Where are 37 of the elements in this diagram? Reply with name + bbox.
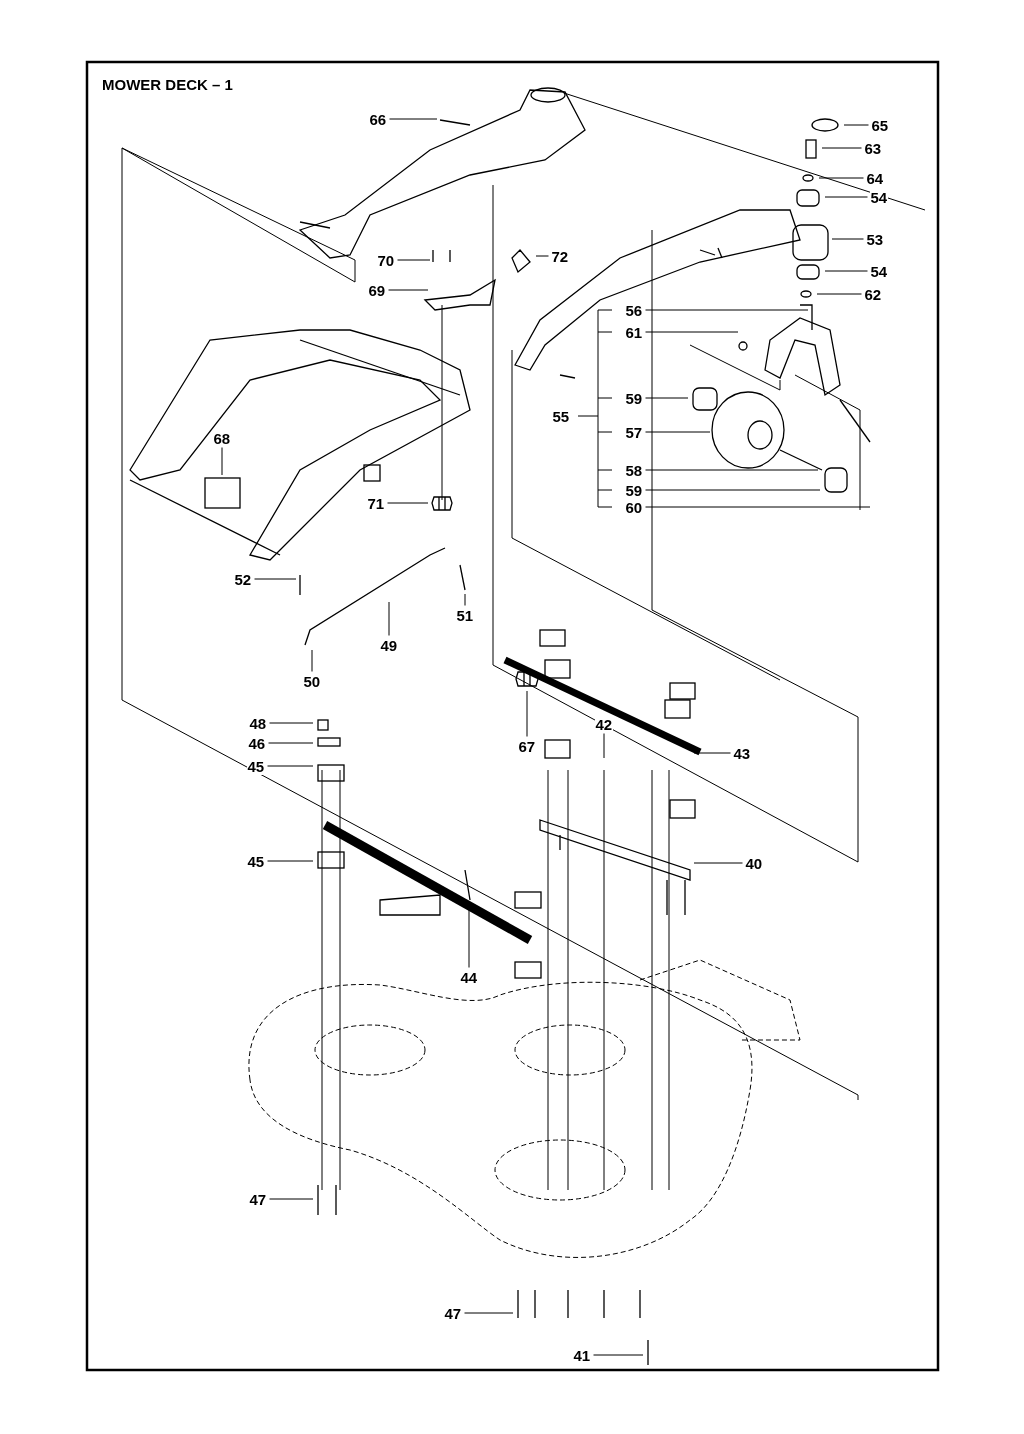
leader-line [645, 397, 689, 399]
leader-line [831, 238, 864, 240]
leader-line [645, 431, 711, 433]
leader-line [254, 578, 297, 580]
leader-line [645, 331, 739, 333]
leader-line [593, 1354, 644, 1356]
leader-line [821, 147, 862, 149]
leader-line [388, 289, 429, 291]
leader-line [843, 124, 869, 126]
diagram-title: MOWER DECK – 1 [102, 76, 233, 93]
leader-line [645, 469, 819, 471]
leader-line [645, 489, 821, 491]
leader-line [693, 862, 743, 864]
leader-line [824, 270, 868, 272]
leader-line [221, 447, 223, 476]
leader-line [645, 309, 809, 311]
leader-line [267, 765, 314, 767]
leader-line [464, 1312, 514, 1314]
leader-line [267, 860, 314, 862]
leader-line [268, 742, 314, 744]
leader-line [526, 690, 528, 737]
leader-line [387, 502, 429, 504]
leader-line [603, 733, 605, 759]
leader-line [269, 722, 314, 724]
leader-line [311, 649, 313, 672]
leader-line [816, 293, 862, 295]
leader-line [388, 601, 390, 636]
leader-line [818, 177, 864, 179]
leader-line [464, 593, 466, 606]
leader-line [693, 752, 731, 754]
leader-line [645, 506, 871, 508]
leader-line [824, 196, 868, 198]
leader-line [269, 1198, 314, 1200]
leader-line [389, 118, 438, 120]
leader-line [535, 255, 549, 257]
leader-line [397, 259, 431, 261]
callout-number: 54 [869, 188, 889, 206]
